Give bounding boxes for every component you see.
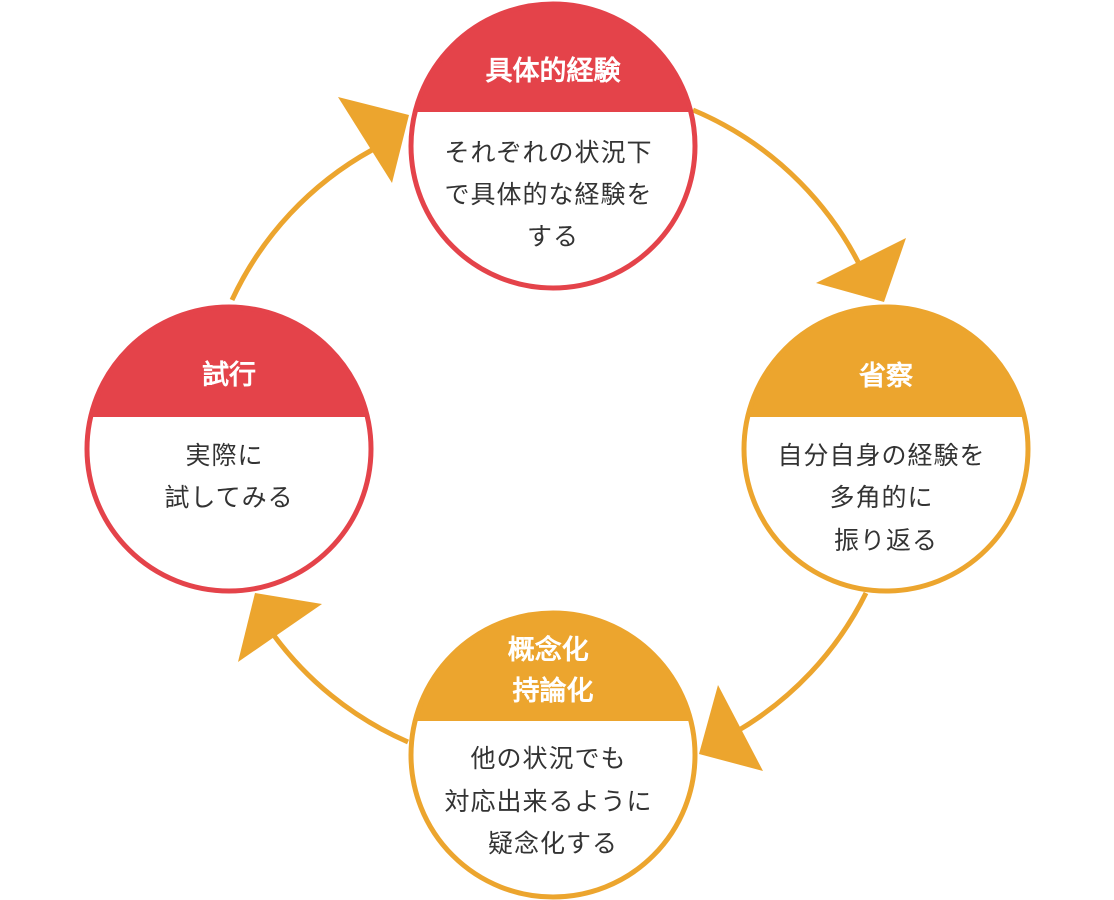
node-experience: 具体的経験 それぞれの状況下 で具体的な経験を する	[408, 1, 698, 291]
node-reflection-border	[741, 304, 1031, 594]
node-reflection-body: 自分自身の経験を 多角的に 振り返る	[778, 441, 995, 555]
node-trial-border	[84, 304, 374, 594]
node-reflection-title: 省察	[859, 360, 914, 392]
node-trial-header	[87, 307, 371, 417]
node-experience-body: それぞれの状況下 で具体的な経験を する	[445, 138, 662, 251]
node-trial-title: 試行	[202, 359, 256, 391]
node-conceptualization-border	[408, 610, 698, 900]
node-experience-title: 具体的経験	[486, 55, 622, 87]
node-reflection: 省察 自分自身の経験を 多角的に 振り返る	[741, 304, 1031, 594]
arrow-trial-to-experience	[229, 147, 374, 302]
node-trial: 試行 実際に 試してみる	[84, 304, 374, 594]
arrowhead-to-experience	[338, 97, 409, 183]
cycle-arrows	[229, 97, 906, 771]
node-trial-body: 実際に 試してみる	[164, 441, 293, 512]
node-conceptualization: 概念化 持論化 他の状況でも 対応出来るように 疑念化する	[408, 610, 698, 900]
node-experience-border	[408, 1, 698, 291]
arrowhead-to-trial	[238, 593, 322, 662]
arrow-experience-to-reflection	[692, 107, 874, 291]
node-conceptualization-title: 概念化 持論化	[508, 634, 598, 707]
arrowhead-to-reflection	[816, 238, 906, 302]
arrowhead-to-conceptualization	[699, 685, 763, 771]
arrow-reflection-to-conceptualization	[732, 591, 869, 736]
arrow-conceptualization-to-trial	[267, 628, 409, 745]
node-conceptualization-body: 他の状況でも 対応出来るように 疑念化する	[445, 744, 662, 858]
